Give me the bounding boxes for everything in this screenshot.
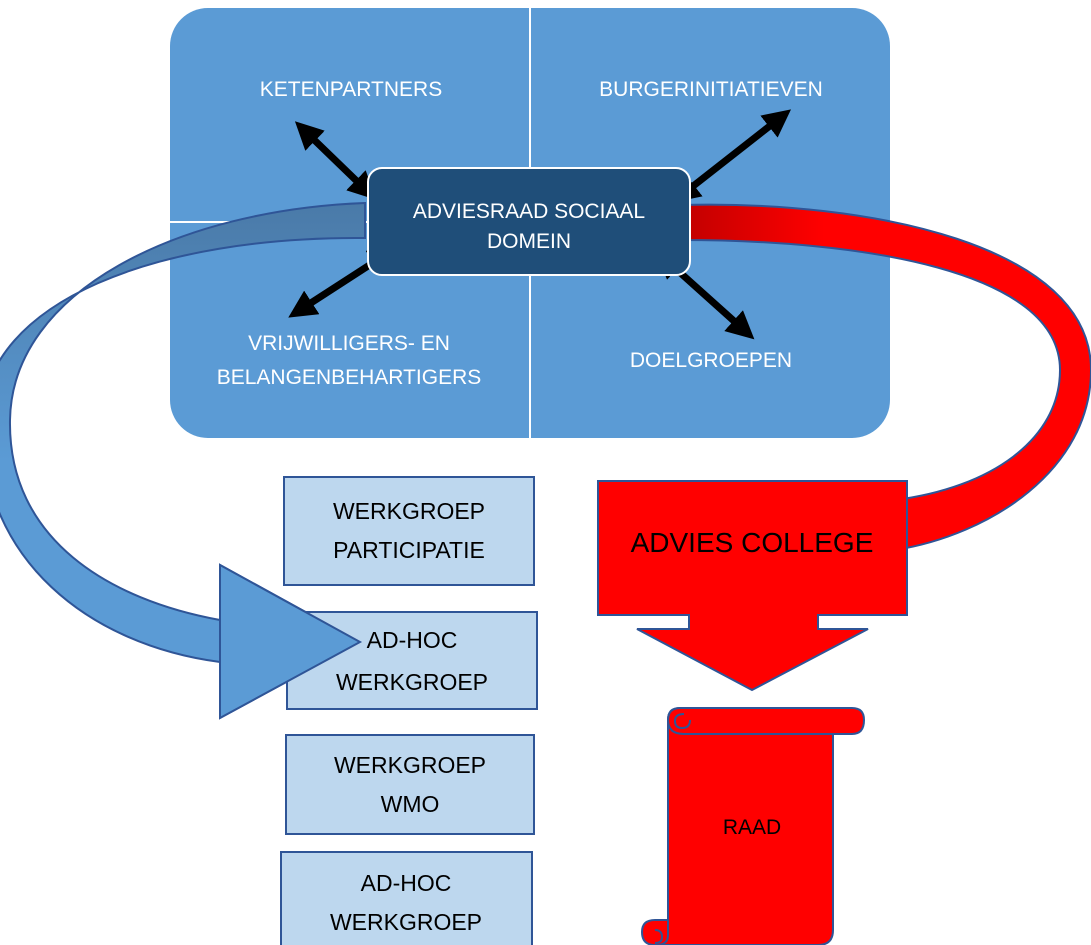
- blue-arrow-head: [219, 563, 363, 720]
- workgroup-wmo-line1: WERKGROEP: [334, 752, 486, 778]
- advies-college-arrow: [597, 480, 908, 692]
- arrow-burgerinitiatieven: [671, 109, 792, 203]
- quadrant-label-vrijwilligers-line2: BELANGENBEHARTIGERS: [217, 366, 482, 389]
- workgroup-adhoc-1-line2: WERKGROEP: [336, 669, 488, 695]
- arrow-ketenpartners: [294, 121, 377, 200]
- workgroup-box-wmo: [285, 734, 535, 835]
- quadrant-label-burgerinitiatieven: BURGERINITIATIEVEN: [599, 78, 823, 101]
- center-box: [367, 167, 691, 276]
- workgroup-adhoc-2-line1: AD-HOC: [361, 870, 452, 896]
- workgroup-adhoc-1-line1: AD-HOC: [367, 627, 458, 653]
- workgroup-participatie-line1: WERKGROEP: [333, 498, 485, 524]
- raad-label: RAAD: [723, 816, 781, 839]
- quadrant-label-doelgroepen: DOELGROEPEN: [630, 349, 792, 372]
- advies-college-label: ADVIES COLLEGE: [631, 527, 874, 558]
- center-title-line1: ADVIESRAAD SOCIAAL: [413, 200, 645, 223]
- center-title-line2: DOMEIN: [487, 230, 571, 253]
- workgroup-adhoc-2-line2: WERKGROEP: [330, 909, 482, 935]
- workgroup-wmo-line2: WMO: [381, 791, 440, 817]
- workgroup-box-participatie: [283, 476, 535, 586]
- quadrant-label-ketenpartners: KETENPARTNERS: [260, 78, 442, 101]
- workgroup-box-adhoc-2: [280, 851, 533, 945]
- workgroup-participatie-line2: PARTICIPATIE: [333, 537, 485, 563]
- quadrant-label-vrijwilligers-line1: VRIJWILLIGERS- EN: [248, 332, 450, 355]
